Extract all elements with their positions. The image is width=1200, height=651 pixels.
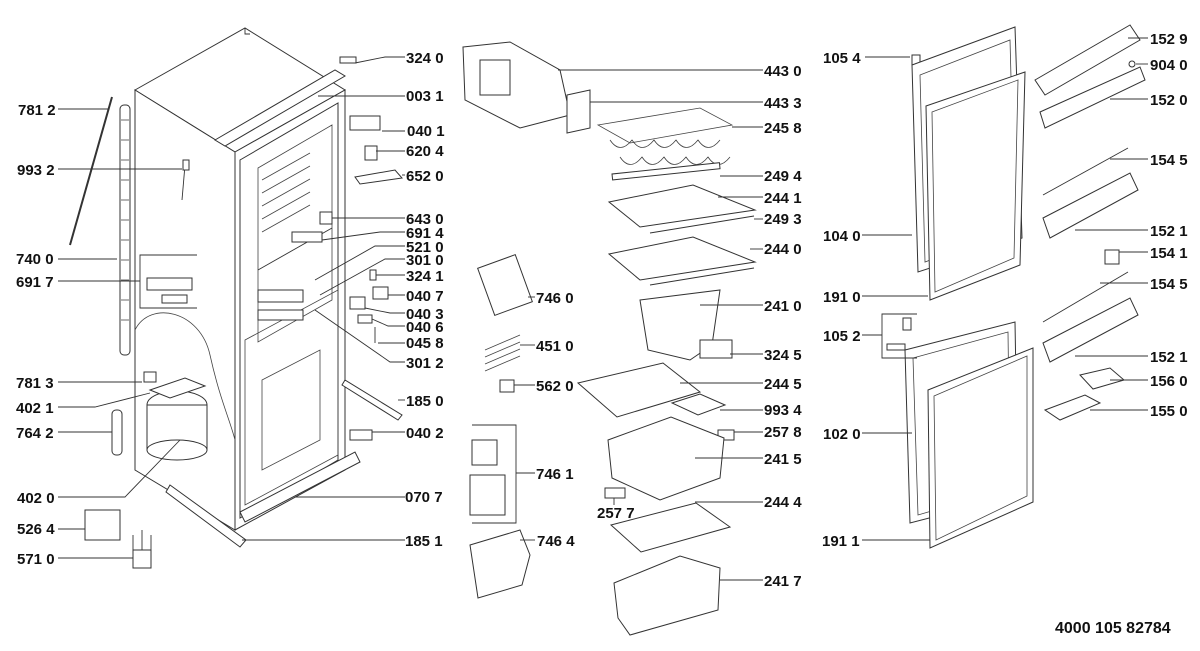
part-label: 152 9 bbox=[1150, 31, 1188, 48]
part-label: 402 0 bbox=[17, 490, 55, 507]
part-label: 191 1 bbox=[822, 533, 860, 550]
part-label: 301 0 bbox=[406, 252, 444, 269]
part-label: 154 1 bbox=[1150, 245, 1188, 262]
part-label: 643 0 bbox=[406, 211, 444, 228]
part-label: 003 1 bbox=[406, 88, 444, 105]
part-label: 241 5 bbox=[764, 451, 802, 468]
part-label: 451 0 bbox=[536, 338, 574, 355]
part-label: 571 0 bbox=[17, 551, 55, 568]
part-label: 244 5 bbox=[764, 376, 802, 393]
part-label: 324 5 bbox=[764, 347, 802, 364]
cabinet-drawing bbox=[69, 27, 403, 569]
part-label: 781 3 bbox=[16, 375, 54, 392]
part-label: 691 7 bbox=[16, 274, 54, 291]
part-label: 104 0 bbox=[823, 228, 861, 245]
part-label: 781 2 bbox=[18, 102, 56, 119]
part-label: 324 1 bbox=[406, 268, 444, 285]
part-label: 257 7 bbox=[597, 505, 635, 522]
part-label: 191 0 bbox=[823, 289, 861, 306]
part-label: 152 0 bbox=[1150, 92, 1188, 109]
part-label: 040 7 bbox=[406, 288, 444, 305]
part-label: 154 5 bbox=[1150, 152, 1188, 169]
part-label: 155 0 bbox=[1150, 403, 1188, 420]
part-label: 040 2 bbox=[406, 425, 444, 442]
part-label: 521 0 bbox=[406, 239, 444, 256]
part-label: 040 6 bbox=[406, 319, 444, 336]
part-label: 443 3 bbox=[764, 95, 802, 112]
part-label: 105 2 bbox=[823, 328, 861, 345]
part-label: 257 8 bbox=[764, 424, 802, 441]
part-label: 526 4 bbox=[17, 521, 55, 538]
part-label: 443 0 bbox=[764, 63, 802, 80]
doors-drawing bbox=[881, 24, 1146, 549]
part-label: 241 0 bbox=[764, 298, 802, 315]
part-label: 156 0 bbox=[1150, 373, 1188, 390]
part-label: 691 4 bbox=[406, 225, 444, 242]
part-label: 764 2 bbox=[16, 425, 54, 442]
part-label: 241 7 bbox=[764, 573, 802, 590]
part-label: 249 4 bbox=[764, 168, 802, 185]
part-label: 244 0 bbox=[764, 241, 802, 258]
part-labels: 324 0 003 1 040 1 620 4 652 0 643 0 691 … bbox=[16, 31, 1188, 637]
part-label: 152 1 bbox=[1150, 223, 1188, 240]
leader-lines bbox=[58, 37, 1148, 581]
part-label: 904 0 bbox=[1150, 57, 1188, 74]
part-label: 070 7 bbox=[405, 489, 443, 506]
part-label: 105 4 bbox=[823, 50, 861, 67]
part-label: 402 1 bbox=[16, 400, 54, 417]
part-label: 746 1 bbox=[536, 466, 574, 483]
part-label: 746 4 bbox=[537, 533, 575, 550]
part-label: 324 0 bbox=[406, 50, 444, 67]
shelves-drawing bbox=[462, 41, 757, 636]
document-number: 4000 105 82784 bbox=[1055, 620, 1171, 637]
part-label: 102 0 bbox=[823, 426, 861, 443]
part-label: 154 5 bbox=[1150, 276, 1188, 293]
part-label: 562 0 bbox=[536, 378, 574, 395]
part-label: 040 3 bbox=[406, 306, 444, 323]
part-label: 244 1 bbox=[764, 190, 802, 207]
part-label: 152 1 bbox=[1150, 349, 1188, 366]
part-label: 185 1 bbox=[405, 533, 443, 550]
part-label: 045 8 bbox=[406, 335, 444, 352]
part-label: 040 1 bbox=[407, 123, 445, 140]
part-label: 746 0 bbox=[536, 290, 574, 307]
part-label: 249 3 bbox=[764, 211, 802, 228]
part-label: 620 4 bbox=[406, 143, 444, 160]
part-label: 740 0 bbox=[16, 251, 54, 268]
part-label: 993 2 bbox=[17, 162, 55, 179]
part-label: 652 0 bbox=[406, 168, 444, 185]
part-label: 244 4 bbox=[764, 494, 802, 511]
part-label: 301 2 bbox=[406, 355, 444, 372]
part-label: 245 8 bbox=[764, 120, 802, 137]
part-label: 993 4 bbox=[764, 402, 802, 419]
part-label: 185 0 bbox=[406, 393, 444, 410]
